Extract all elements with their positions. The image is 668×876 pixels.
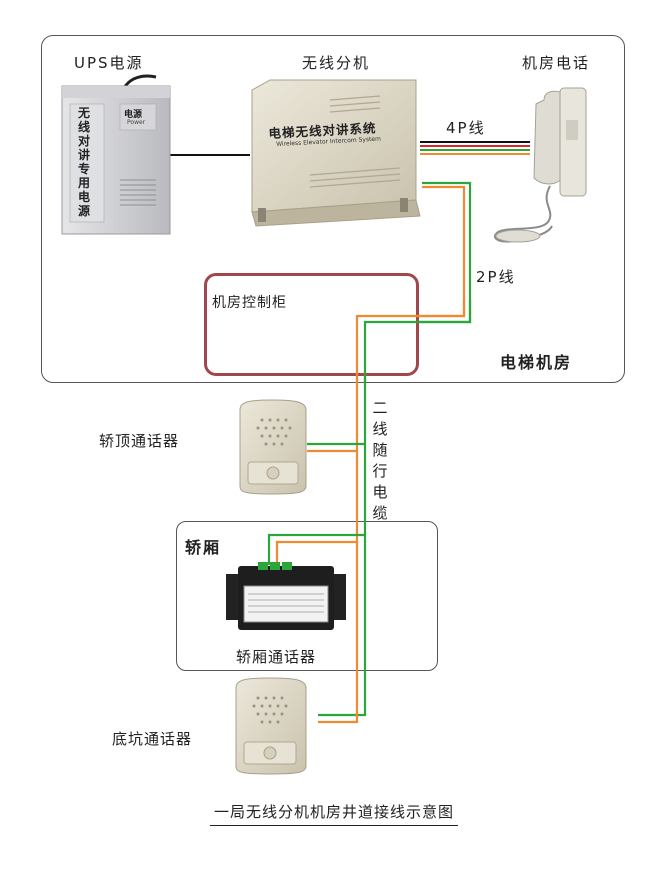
ups-face-text: 无线对讲专用电源 — [78, 106, 91, 218]
two-p-label: 2P线 — [476, 268, 516, 286]
ups-label: UPS电源 — [74, 54, 144, 72]
wireless-unit-label: 无线分机 — [302, 54, 371, 72]
machine-room-boundary — [41, 35, 625, 383]
room-phone-device — [493, 87, 587, 243]
pit-intercom-device — [235, 677, 307, 775]
car-intercom-label: 轿厢通话器 — [236, 648, 317, 666]
machine-room-label: 电梯机房 — [500, 353, 573, 372]
car-label: 轿厢 — [185, 538, 222, 557]
car-top-branch — [307, 442, 365, 453]
car-top-intercom-label: 轿顶通话器 — [99, 432, 180, 450]
four-p-label: 4P线 — [446, 119, 486, 137]
cabinet-label: 机房控制柜 — [212, 295, 287, 311]
travel-cable-label: 二线随行电缆 — [372, 399, 388, 522]
wireless-unit-device — [251, 79, 421, 227]
ups-device — [61, 74, 171, 235]
car-top-intercom-device — [239, 399, 307, 495]
car-branch — [267, 533, 365, 565]
ups-small-label: 电源 — [124, 110, 143, 120]
car-boundary — [176, 521, 438, 671]
control-cabinet-box — [204, 273, 419, 376]
diagram-caption: 一局无线分机机房井道接线示意图 — [0, 801, 668, 826]
pit-intercom-label: 底坑通话器 — [112, 730, 193, 748]
diagram-caption-text: 一局无线分机机房井道接线示意图 — [209, 801, 458, 826]
car-intercom-device — [226, 562, 346, 630]
room-phone-label: 机房电话 — [522, 54, 591, 72]
ups-small-label-en: Power — [127, 119, 146, 126]
four-p-wires — [420, 141, 530, 155]
